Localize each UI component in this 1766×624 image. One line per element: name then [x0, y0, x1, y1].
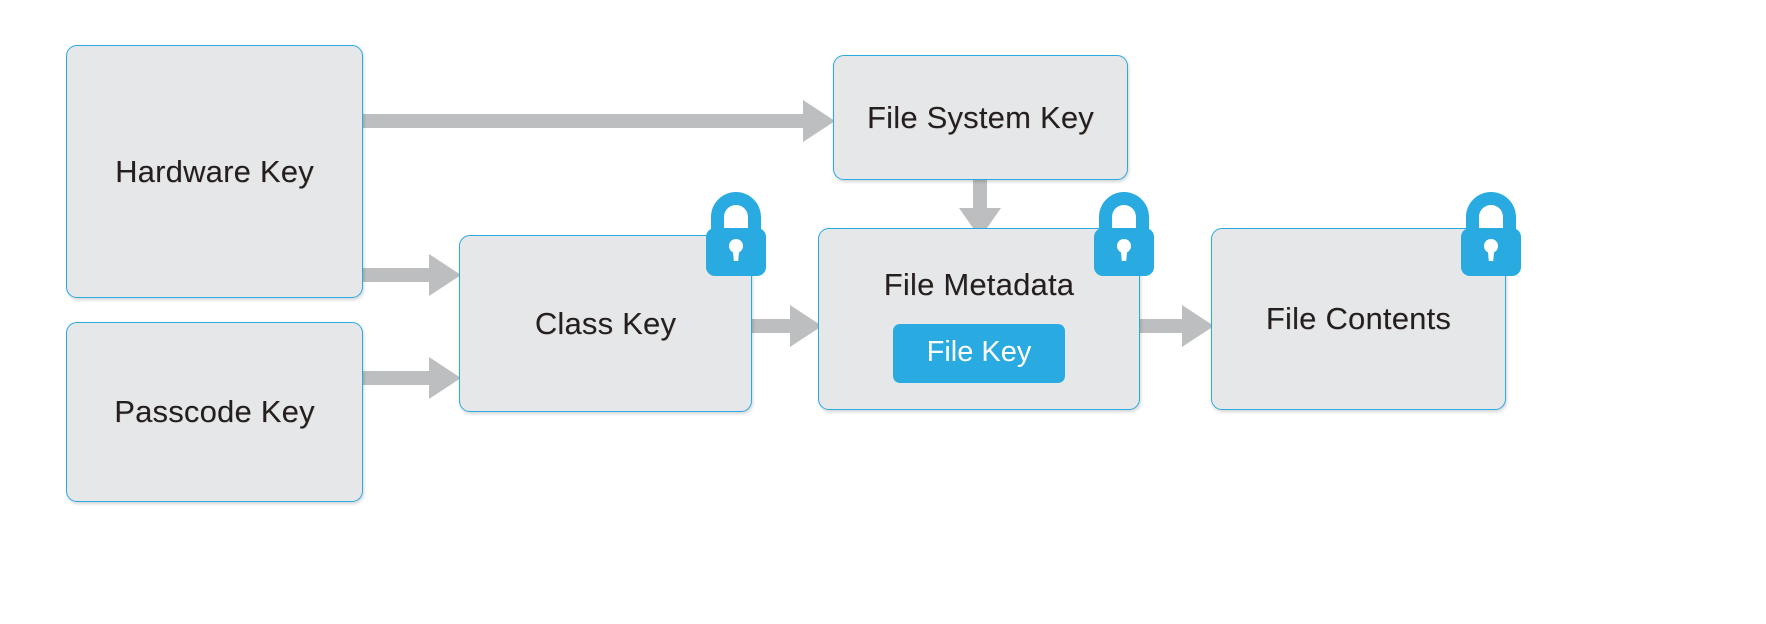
- node-hardware-key-label: Hardware Key: [115, 153, 314, 189]
- lock-icon: [1088, 190, 1160, 278]
- node-file-system-key-label: File System Key: [867, 99, 1094, 135]
- arrow-hardware-key-to-file-system-key: [363, 100, 835, 142]
- arrow-file-system-key-to-file-metadata: [959, 176, 1001, 238]
- node-hardware-key[interactable]: Hardware Key: [66, 45, 363, 298]
- lock-icon: [700, 190, 772, 278]
- node-passcode-key[interactable]: Passcode Key: [66, 322, 363, 502]
- node-passcode-key-label: Passcode Key: [114, 394, 315, 430]
- arrow-hardware-key-to-class-key: [363, 254, 461, 296]
- file-key-chip[interactable]: File Key: [892, 323, 1066, 383]
- node-file-metadata-label: File Metadata: [883, 267, 1075, 302]
- arrow-class-key-to-file-metadata: [752, 305, 822, 347]
- node-file-system-key[interactable]: File System Key: [833, 55, 1128, 180]
- node-file-metadata[interactable]: File Metadata File Key: [818, 228, 1140, 410]
- lock-icon: [1455, 190, 1527, 278]
- arrow-file-metadata-to-file-contents: [1140, 305, 1214, 347]
- node-class-key-label: Class Key: [534, 305, 677, 341]
- node-file-contents[interactable]: File Contents: [1211, 228, 1506, 410]
- arrow-passcode-key-to-class-key: [363, 357, 461, 399]
- node-file-contents-label: File Contents: [1265, 301, 1452, 337]
- node-class-key[interactable]: Class Key: [459, 235, 752, 412]
